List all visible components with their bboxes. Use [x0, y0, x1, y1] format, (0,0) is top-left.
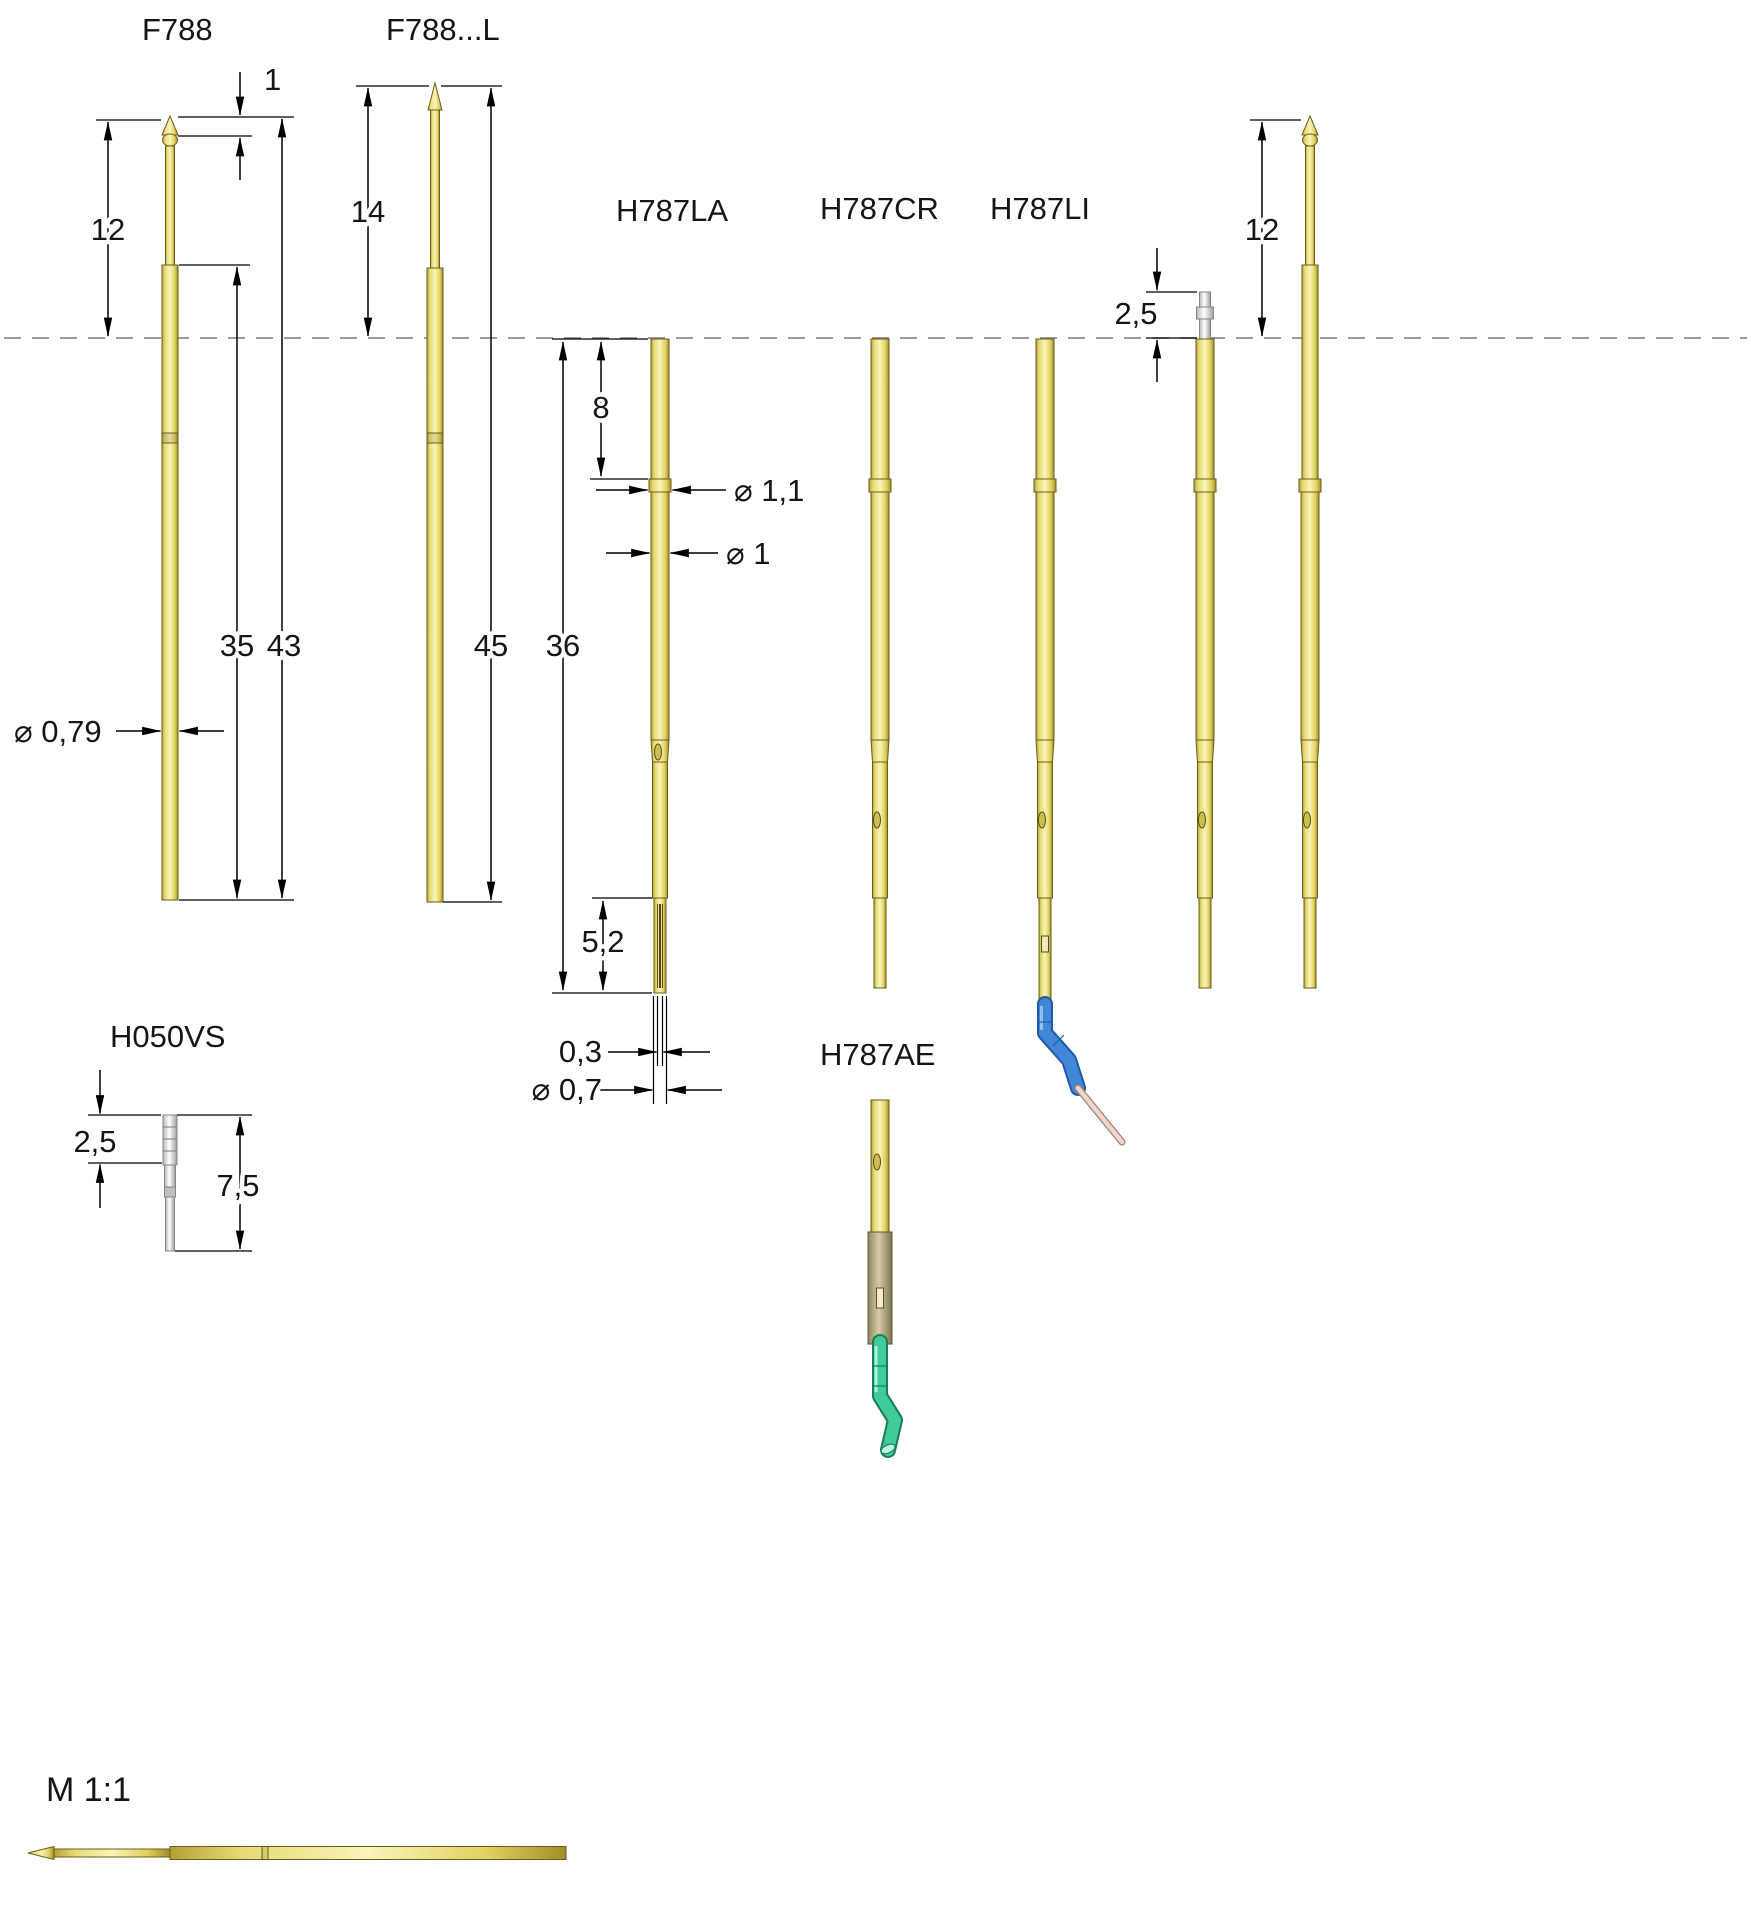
dim-text-dia-11: ⌀ 1,1	[734, 473, 804, 508]
label-h787la: H787LA	[616, 193, 728, 228]
dim-h050vs: 2,5 7,5	[69, 1070, 264, 1252]
receptacle-h787cr	[868, 338, 892, 989]
probe-f788-l	[426, 81, 444, 903]
dim-text-12-right: 12	[1245, 212, 1279, 247]
dim-tail-slot: 0,3 ⌀ 0,7	[527, 996, 722, 1112]
dim-text-25-h050: 2,5	[73, 1124, 116, 1159]
dim-text-52: 5,2	[581, 924, 624, 959]
dim-text-8: 8	[592, 390, 609, 425]
dim-f788l-above-plate: 14	[346, 85, 429, 337]
label-h787ae: H787AE	[820, 1037, 935, 1072]
label-h050vs: H050VS	[110, 1019, 225, 1054]
dim-f788-above-plate: 12	[86, 119, 161, 337]
part-labels: F788 F788...L H787LA H787CR H787LI H050V…	[46, 12, 1090, 1809]
receptacle-h787ae	[867, 1099, 903, 1458]
label-f788: F788	[142, 12, 213, 47]
assembly-plunger-view	[1193, 291, 1217, 989]
dim-f788-diameter: ⌀ 0,79	[10, 710, 224, 754]
dim-collar-diameter: ⌀ 1,1	[596, 469, 809, 513]
dim-tip-length: 1	[178, 58, 294, 180]
dim-text-dia-079: ⌀ 0,79	[14, 714, 102, 749]
dim-plunger-projection: 2,5	[1110, 248, 1197, 382]
dim-tail-length: 5,2	[577, 897, 652, 991]
label-f788l: F788...L	[386, 12, 500, 47]
dim-text-dia-1: ⌀ 1	[726, 536, 771, 571]
dim-h787-lengths: 36 8	[541, 338, 652, 994]
label-scale: M 1:1	[46, 1771, 131, 1809]
label-h787cr: H787CR	[820, 191, 939, 226]
dim-text-tip-1: 1	[264, 62, 281, 97]
dim-text-43: 43	[267, 628, 301, 663]
part-h050vs	[162, 1114, 178, 1252]
dim-text-36: 36	[546, 628, 580, 663]
dim-text-12-left: 12	[91, 212, 125, 247]
assembly-probe-view	[1298, 114, 1322, 989]
dim-f788l-length: 45	[441, 85, 513, 903]
dim-text-45: 45	[474, 628, 508, 663]
dim-tube-diameter: ⌀ 1	[606, 532, 775, 576]
dim-f788-lengths: 35 43	[179, 118, 306, 901]
label-h787li: H787LI	[990, 191, 1090, 226]
dim-text-35: 35	[220, 628, 254, 663]
dim-right-above-plate: 12	[1240, 119, 1301, 337]
dim-text-14: 14	[351, 194, 385, 229]
dim-text-dia-07: ⌀ 0,7	[532, 1072, 602, 1107]
dim-text-03: 0,3	[559, 1034, 602, 1069]
receptacle-h787la	[648, 338, 672, 994]
scale-probe-1to1	[27, 1845, 567, 1861]
dim-text-75: 7,5	[216, 1168, 259, 1203]
probe-f788	[161, 114, 179, 901]
receptacle-h787li	[1033, 338, 1126, 1146]
dim-text-25-plunger: 2,5	[1114, 296, 1157, 331]
